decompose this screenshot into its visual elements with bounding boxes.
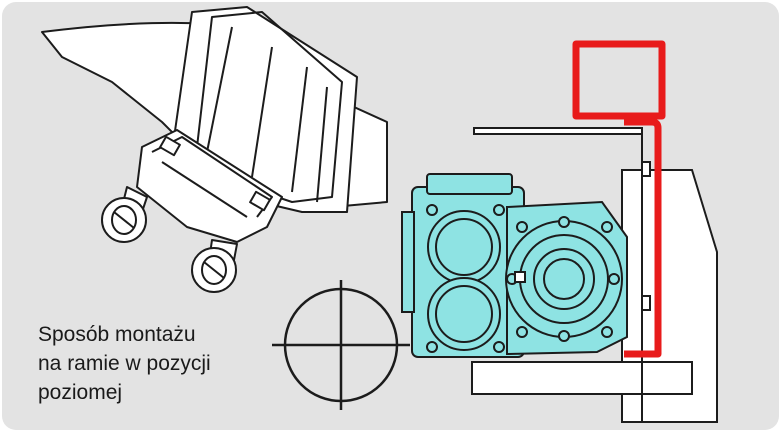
wheel-right — [191, 247, 237, 293]
mounting-caption: Sposób montażu na ramie w pozycji poziom… — [38, 320, 278, 407]
machine-assembly — [41, 6, 388, 261]
gearbox — [401, 173, 628, 358]
wheel-left — [101, 197, 147, 243]
crosshair-circle-icon — [272, 280, 410, 410]
frame-highlight — [572, 40, 666, 358]
caption-line-3: poziomej — [38, 381, 123, 404]
caption-line-1: Sposób montażu — [38, 323, 196, 346]
frame-bracket — [471, 127, 718, 423]
caption-line-2: na ramie w pozycji — [38, 352, 211, 375]
